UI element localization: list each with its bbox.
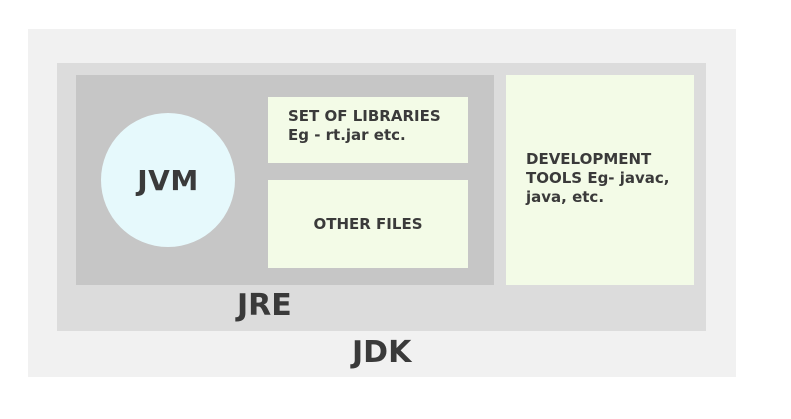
libraries-example: Eg - rt.jar etc. — [288, 126, 406, 144]
dev-tools-line-3: java, etc. — [526, 188, 605, 206]
other-files-label: OTHER FILES — [313, 215, 423, 233]
libraries-title: SET OF LIBRARIES — [288, 107, 441, 125]
other-files-box: OTHER FILES — [268, 180, 468, 268]
jvm-circle: JVM — [101, 113, 235, 247]
jdk-label: JDK — [352, 335, 412, 370]
dev-tools-line-1: DEVELOPMENT — [526, 150, 652, 168]
libraries-box: SET OF LIBRARIES Eg - rt.jar etc. — [268, 97, 468, 163]
jvm-label: JVM — [137, 163, 199, 197]
development-tools-box: DEVELOPMENT TOOLS Eg- javac, java, etc. — [506, 75, 694, 285]
jre-label: JRE — [237, 288, 292, 323]
dev-tools-line-2: TOOLS Eg- javac, — [526, 169, 670, 187]
